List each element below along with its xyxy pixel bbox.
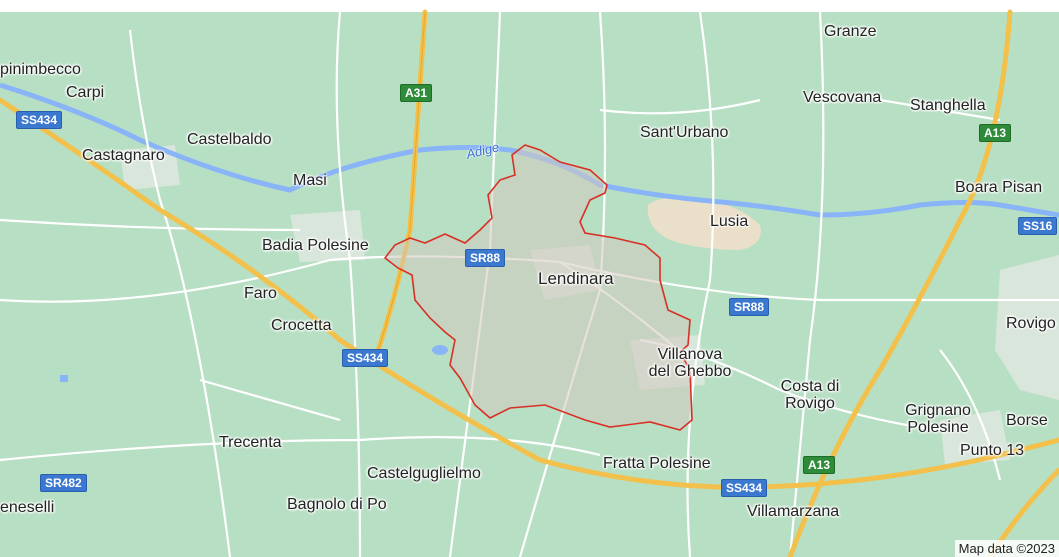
road-shield-ss16[interactable]: SS16 — [1018, 217, 1058, 235]
place-castelguglielmo[interactable]: Castelguglielmo — [367, 465, 481, 482]
place-castagnaro[interactable]: Castagnaro — [82, 147, 165, 164]
place-lusia[interactable]: Lusia — [710, 213, 749, 230]
map-attribution: Map data ©2023 — [954, 540, 1059, 557]
place-granze[interactable]: Granze — [824, 23, 877, 40]
place-badia-polesine[interactable]: Badia Polesine — [262, 237, 369, 254]
place-lendinara[interactable]: Lendinara — [538, 269, 614, 288]
place-borse[interactable]: Borse — [1006, 412, 1048, 429]
quarry-area — [647, 197, 761, 250]
road-shield-sr482[interactable]: SR482 — [40, 474, 87, 492]
place-crocetta[interactable]: Crocetta — [271, 317, 332, 334]
place-stanghella[interactable]: Stanghella — [910, 97, 986, 114]
lendinara-boundary[interactable] — [383, 144, 693, 431]
highway-casing — [374, 11, 426, 361]
place-vescovana[interactable]: Vescovana — [803, 89, 882, 106]
place-castelbaldo[interactable]: Castelbaldo — [187, 131, 272, 148]
place-villanova-del-ghebbo[interactable]: Villanova del Ghebbo — [648, 346, 732, 380]
place-punto-13[interactable]: Punto 13 — [960, 442, 1025, 459]
place-carpi[interactable]: Carpi — [66, 84, 105, 101]
place-eneselli[interactable]: eneselli — [0, 499, 55, 516]
place-masi[interactable]: Masi — [293, 172, 327, 189]
map-top-margin — [0, 0, 1059, 12]
place-santurbano[interactable]: Sant'Urbano — [640, 124, 729, 141]
road-shield-ss434-center[interactable]: SS434 — [342, 349, 389, 367]
place-rovigo[interactable]: Rovigo — [1006, 315, 1056, 332]
place-fratta-polesine[interactable]: Fratta Polesine — [603, 455, 711, 472]
place-bagnolo-di-po[interactable]: Bagnolo di Po — [287, 496, 387, 513]
road-shield-sr88-east[interactable]: SR88 — [729, 298, 770, 316]
road-shield-a13[interactable]: A13 — [979, 124, 1012, 142]
road-shield-ss434-south[interactable]: SS434 — [721, 479, 768, 497]
road-shield-ss434[interactable]: SS434 — [16, 111, 63, 129]
pond — [60, 375, 68, 382]
place-villamarzana[interactable]: Villamarzana — [747, 503, 840, 520]
place-trecenta[interactable]: Trecenta — [219, 434, 282, 451]
place-faro[interactable]: Faro — [244, 285, 277, 302]
road-shield-sr88[interactable]: SR88 — [465, 249, 506, 267]
place-pinimbecco[interactable]: pinimbecco — [0, 61, 81, 78]
place-costa-di-rovigo[interactable]: Costa di Rovigo — [780, 378, 840, 412]
pond — [432, 345, 448, 355]
place-boara-pisani[interactable]: Boara Pisan — [955, 179, 1043, 196]
road-shield-a31[interactable]: A31 — [400, 84, 433, 102]
place-grignano-polesine[interactable]: Grignano Polesine — [905, 402, 971, 436]
road-shield-a13-south[interactable]: A13 — [803, 456, 836, 474]
